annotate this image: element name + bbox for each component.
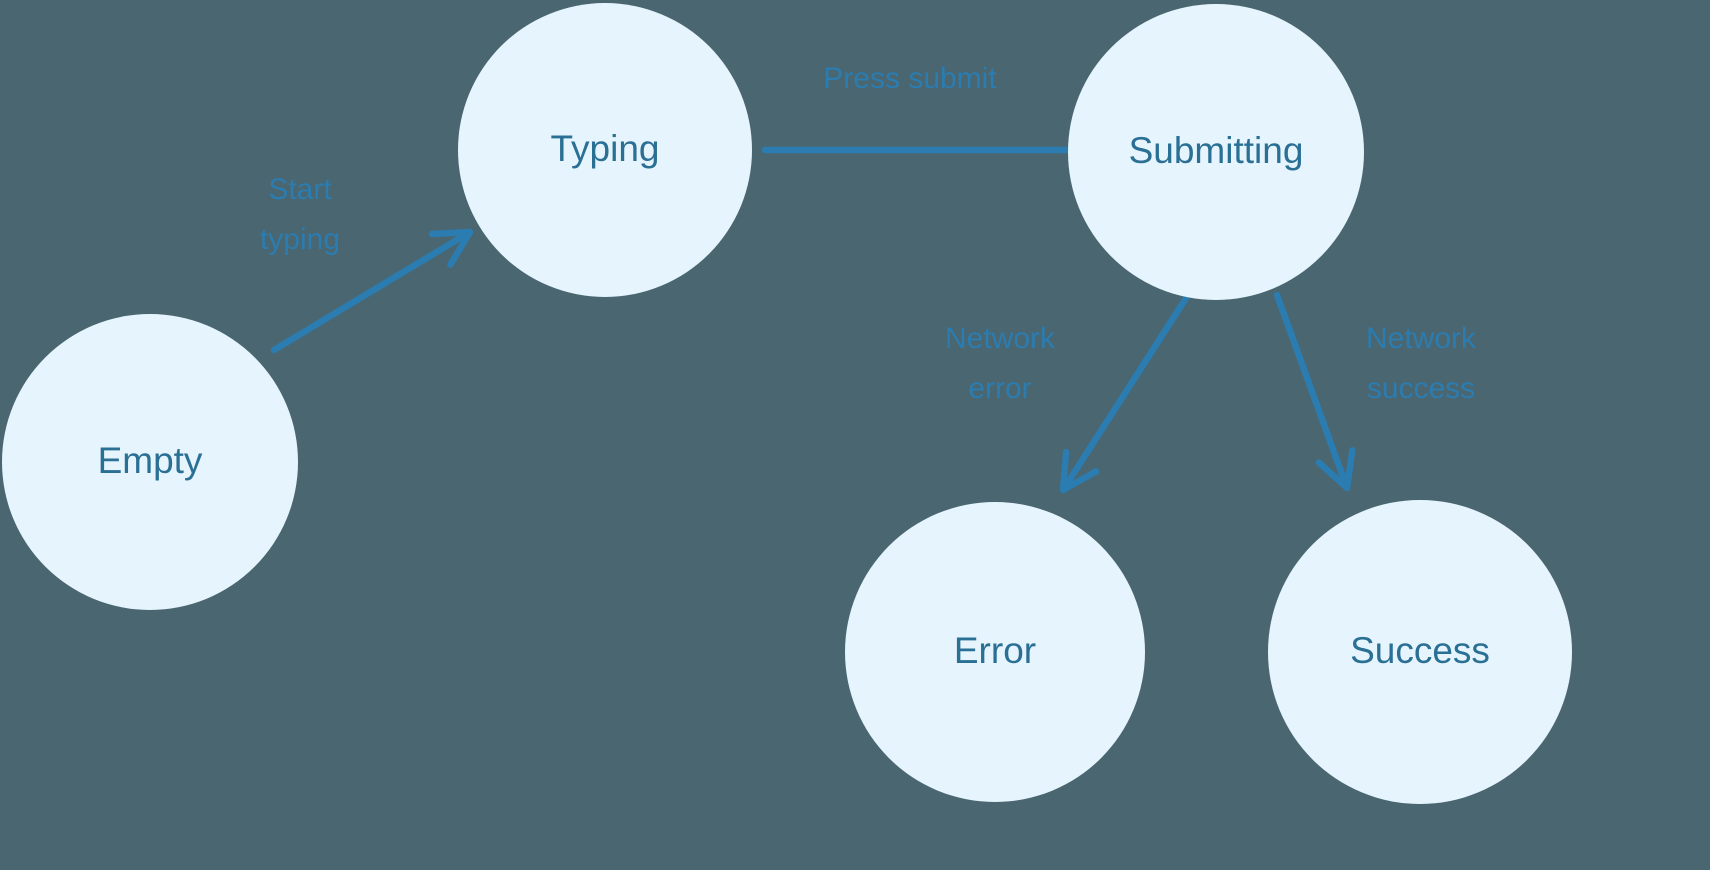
state-circle-submitting[interactable] [1068,4,1364,300]
state-node-submitting[interactable]: Submitting [1068,4,1364,300]
state-label-typing: Typing [550,128,659,169]
state-circle-empty[interactable] [2,314,298,610]
edge-line [270,228,474,354]
state-node-typing[interactable]: Typing [458,3,752,297]
state-circle-error[interactable] [845,502,1145,802]
state-node-error[interactable]: Error [845,502,1145,802]
edge-arrowhead [428,228,474,268]
state-circle-typing[interactable] [458,3,752,297]
state-label-submitting: Submitting [1129,130,1304,171]
state-circle-success[interactable] [1268,500,1572,804]
edge-arrowhead [1059,448,1100,494]
state-label-success: Success [1350,630,1490,671]
state-node-empty[interactable]: Empty [2,314,298,610]
edge-line [1059,291,1192,494]
state-node-success[interactable]: Success [1268,500,1572,804]
edge-line [1273,291,1351,492]
state-label-error: Error [954,630,1036,671]
edge-label-typing-to-submitting: Press submit [823,62,997,95]
state-label-empty: Empty [98,440,203,481]
edge-arrowhead [1315,447,1356,492]
